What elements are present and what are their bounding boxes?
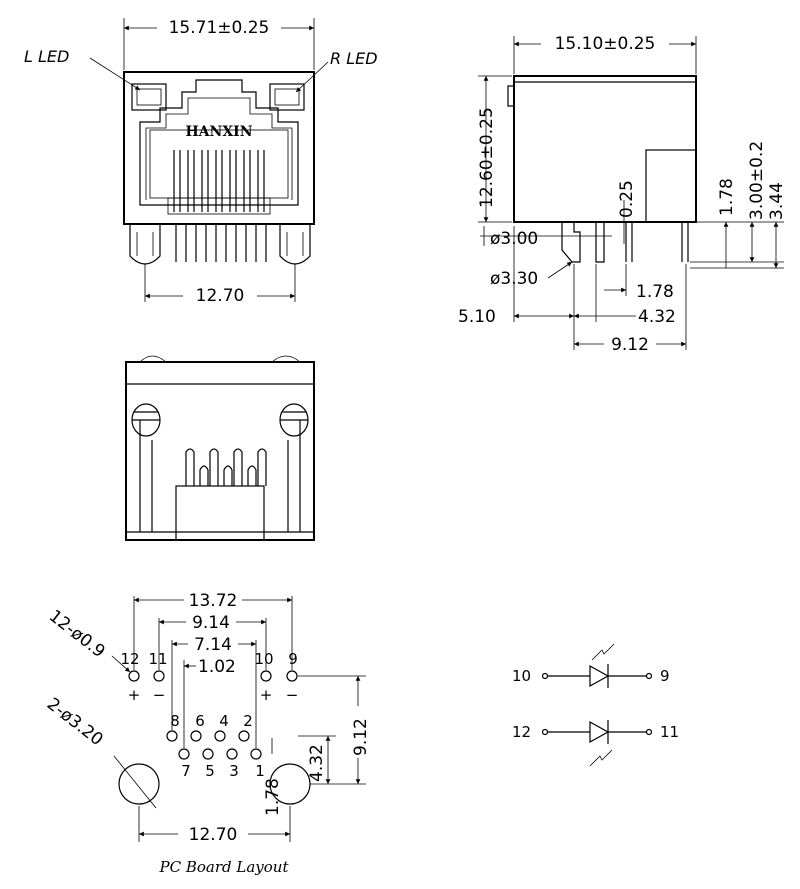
pin-label-3: 3 [229, 762, 239, 780]
dim-432: 4.32 [638, 307, 676, 327]
right-led-window [269, 83, 305, 111]
right-led-label: R LED [330, 49, 378, 68]
pcb-caption: PC Board Layout [159, 858, 290, 876]
mount-hole-left [118, 763, 160, 805]
dim-912v: 9.12 [351, 718, 371, 756]
dim-914: 9.14 [192, 613, 230, 633]
front-housing [123, 71, 315, 225]
brand-logo: HANXIN [185, 124, 252, 140]
dim-side-height: 12.60±0.25 [477, 107, 497, 208]
pin-label-2: 2 [243, 712, 253, 730]
dim-front-width: 15.71±0.25 [169, 18, 270, 38]
pin-label-6: 6 [195, 712, 205, 730]
minus-9: − [286, 686, 299, 704]
dim-1270: 12.70 [189, 825, 238, 845]
dim-714: 7.14 [194, 635, 232, 655]
left-post [129, 224, 161, 265]
dim-510: 5.10 [458, 307, 496, 327]
emission-arrow-icon [589, 749, 613, 767]
dim-102: 1.02 [198, 657, 236, 677]
hole-10 [260, 670, 272, 682]
pin-label-11: 11 [148, 650, 167, 668]
led-schematic: 10 9 12 11 [512, 643, 679, 767]
plus-12: + [128, 686, 141, 704]
holes-large-label: 2-ø3.20 [43, 694, 107, 750]
dim-344: 3.44 [767, 182, 787, 220]
led-pin-10: 10 [512, 667, 531, 685]
led-pin-9: 9 [660, 667, 670, 685]
hole-9 [286, 670, 298, 682]
dim-300: 3.00±0.2 [747, 141, 767, 220]
led-pin-11: 11 [660, 723, 679, 741]
emission-arrow-icon [591, 643, 615, 661]
bottom-pins [175, 224, 267, 262]
rear-housing [125, 361, 315, 541]
minus-11: − [153, 686, 166, 704]
pin-label-10: 10 [254, 650, 273, 668]
pcb-layout: 12 11 10 9 + − + − 8 6 4 2 7 5 3 1 13.72… [43, 590, 371, 876]
side-window [645, 149, 697, 223]
dim-178b: 1.78 [636, 282, 674, 302]
pin-label-4: 4 [219, 712, 229, 730]
left-led-label: L LED [24, 47, 69, 66]
front-view: HANXIN 15.71±0.25 12.70 L LED R LED [24, 16, 378, 306]
dim-912: 9.12 [611, 335, 649, 355]
dim-025: 0.25 [617, 180, 637, 218]
contacts [173, 150, 265, 212]
led-bottom-icon [589, 720, 610, 744]
plus-10: + [260, 686, 273, 704]
side-housing [513, 75, 697, 223]
pin-label-9: 9 [288, 650, 298, 668]
side-view: 15.10±0.25 12.60±0.25 0.25 1.78 3.00±0.2… [458, 32, 787, 355]
left-led-window [131, 83, 167, 111]
holes-small-label: 12-ø0.9 [45, 606, 109, 662]
pin-label-8: 8 [170, 712, 180, 730]
hole-11 [153, 670, 165, 682]
right-post [279, 224, 311, 265]
hole-12 [128, 670, 140, 682]
rear-view [125, 355, 315, 541]
dim-pin-span: 12.70 [196, 286, 245, 306]
dim-432v: 4.32 [307, 744, 327, 782]
dim-178a: 1.78 [717, 178, 737, 216]
pin-label-7: 7 [181, 762, 191, 780]
dim-side-depth: 15.10±0.25 [555, 34, 656, 54]
pin-label-12: 12 [120, 650, 139, 668]
jack-opening [139, 79, 299, 206]
led-pin-12: 12 [512, 723, 531, 741]
pin-label-1: 1 [255, 762, 265, 780]
pin-label-5: 5 [205, 762, 215, 780]
dim-178v: 1.78 [263, 778, 283, 816]
dim-1372: 13.72 [189, 591, 238, 611]
led-top-icon [589, 664, 610, 688]
